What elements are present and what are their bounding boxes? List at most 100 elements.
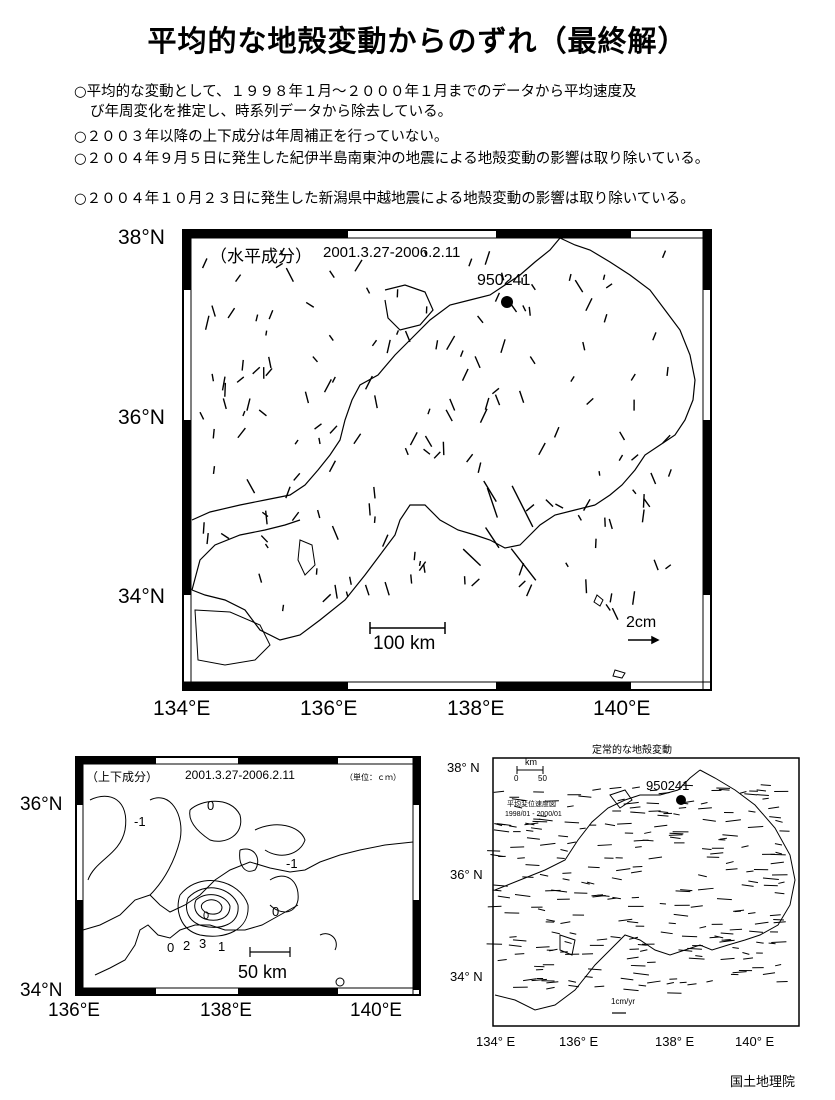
velocity-vector bbox=[579, 827, 586, 830]
displacement-vector bbox=[353, 433, 362, 445]
velocity-vector bbox=[530, 827, 542, 830]
displacement-vector bbox=[642, 494, 645, 508]
velocity-vector bbox=[492, 889, 502, 892]
displacement-vector bbox=[619, 431, 626, 441]
displacement-vector bbox=[577, 514, 582, 521]
displacement-vector bbox=[265, 368, 273, 377]
displacement-vector bbox=[631, 454, 639, 461]
displacement-vector bbox=[423, 448, 431, 455]
velocity-vector bbox=[524, 822, 539, 826]
velocity-vector bbox=[560, 848, 568, 852]
displacement-vector bbox=[433, 451, 441, 459]
velocity-vector bbox=[526, 829, 534, 832]
displacement-vector bbox=[260, 535, 269, 543]
vertical-map-period: 2001.3.27-2006.2.11 bbox=[185, 768, 295, 782]
velocity-vector bbox=[773, 921, 786, 924]
displacement-vector bbox=[518, 580, 526, 588]
velocity-vector bbox=[710, 852, 724, 855]
displacement-vector bbox=[459, 350, 464, 358]
velocity-vector bbox=[741, 884, 754, 887]
velocity-vector bbox=[618, 918, 633, 922]
displacement-vector bbox=[445, 409, 453, 422]
displacement-vector bbox=[258, 573, 263, 583]
vertical-lon-label-140: 140°E bbox=[350, 1000, 402, 1021]
displacement-vector bbox=[494, 394, 501, 406]
velocity-vector bbox=[617, 822, 632, 825]
contour-label: 0 bbox=[167, 940, 175, 955]
displacement-vector bbox=[424, 435, 433, 448]
velocity-vector bbox=[762, 972, 776, 975]
contour-label: 0 bbox=[272, 904, 280, 919]
velocity-vector bbox=[669, 832, 684, 835]
main-map-scale-bar bbox=[369, 622, 446, 634]
steady-lat-label-36: 36° N bbox=[450, 867, 483, 882]
velocity-vector bbox=[743, 957, 754, 960]
displacement-vector bbox=[667, 469, 672, 477]
displacement-vector bbox=[486, 487, 499, 518]
displacement-vector bbox=[661, 250, 667, 259]
velocity-vector bbox=[581, 881, 590, 885]
displacement-vector bbox=[608, 518, 613, 530]
velocity-vector bbox=[681, 935, 698, 938]
velocity-vector bbox=[623, 801, 639, 805]
velocity-vector bbox=[748, 912, 756, 915]
contour-label: 0 bbox=[203, 910, 210, 922]
displacement-vector bbox=[511, 485, 534, 528]
velocity-vector bbox=[760, 784, 771, 787]
displacement-vector bbox=[484, 251, 491, 265]
velocity-vector bbox=[732, 971, 747, 974]
displacement-vector bbox=[585, 579, 588, 594]
displacement-vector bbox=[484, 397, 490, 410]
main-map-border-bars bbox=[182, 229, 712, 691]
velocity-vector bbox=[678, 949, 693, 952]
vertical-lat-label-34: 34°N bbox=[20, 980, 63, 1001]
displacement-vector bbox=[652, 332, 657, 341]
velocity-vector bbox=[493, 790, 505, 793]
displacement-vector bbox=[427, 408, 431, 415]
contour-label: -1 bbox=[286, 856, 298, 871]
velocity-vector bbox=[699, 926, 707, 929]
velocity-vector bbox=[588, 968, 602, 971]
velocity-vector bbox=[592, 788, 602, 791]
displacement-vector bbox=[384, 581, 390, 596]
steady-map-title: 定常的な地殻変動 bbox=[592, 745, 672, 756]
velocity-vector bbox=[539, 873, 549, 877]
velocity-vector bbox=[638, 984, 647, 987]
displacement-vector bbox=[518, 562, 525, 576]
displacement-vector bbox=[285, 486, 291, 499]
displacement-vector bbox=[666, 366, 669, 377]
vertical-map-island bbox=[335, 977, 345, 987]
displacement-vector bbox=[609, 593, 613, 603]
velocity-vector bbox=[531, 978, 547, 982]
velocity-vector bbox=[627, 921, 639, 924]
displacement-vector bbox=[461, 368, 469, 381]
velocity-vector bbox=[546, 981, 559, 984]
velocity-vector bbox=[688, 957, 705, 960]
displacement-vector bbox=[602, 274, 606, 281]
velocity-vector bbox=[748, 880, 759, 884]
note-line-2: び年周変化を推定し、時系列データから除去している。 bbox=[90, 104, 453, 120]
displacement-vector bbox=[435, 340, 439, 350]
displacement-vector bbox=[258, 409, 267, 417]
velocity-vector bbox=[775, 851, 783, 855]
velocity-vector bbox=[756, 794, 769, 797]
steady-map-coastline bbox=[494, 769, 796, 1011]
displacement-vector bbox=[291, 511, 300, 522]
displacement-vector bbox=[261, 511, 269, 518]
velocity-vector bbox=[558, 835, 569, 838]
displacement-vector bbox=[491, 387, 500, 395]
displacement-vector bbox=[518, 390, 525, 403]
displacement-vector bbox=[395, 330, 400, 335]
velocity-vector bbox=[567, 805, 574, 808]
steady-map-island bbox=[559, 934, 576, 956]
velocity-vector bbox=[592, 895, 606, 898]
displacement-vector bbox=[409, 431, 418, 446]
displacement-vector bbox=[529, 356, 536, 365]
displacement-vector bbox=[510, 548, 537, 581]
vertical-map-scale-label: 50 km bbox=[238, 962, 288, 982]
main-map-scale-label: 100 km bbox=[373, 633, 436, 654]
displacement-vector bbox=[201, 258, 208, 269]
velocity-vector bbox=[514, 953, 525, 955]
note-line-5: ○２００４年１０月２３日に発生した新潟県中越地震による地殻変動の影響は取り除いて… bbox=[74, 191, 695, 207]
main-map-island-shikoku bbox=[194, 609, 271, 666]
